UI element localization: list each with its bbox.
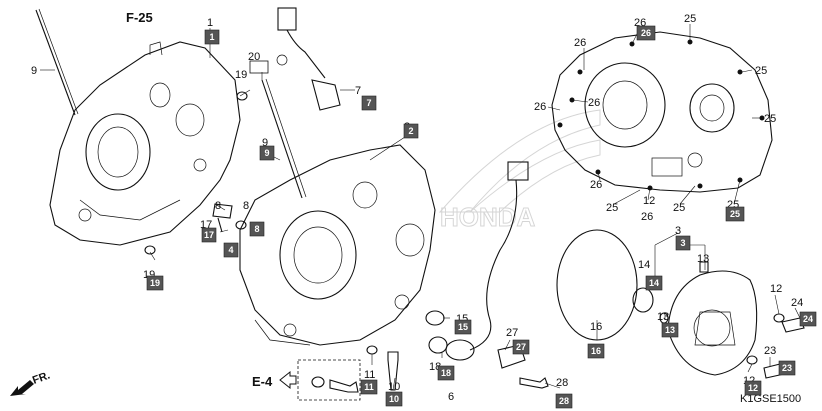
boxed-callout-11: 11 [364,382,374,392]
callout-25: 25 [764,113,776,125]
callout-13: 13 [697,253,709,265]
callout-16: 16 [590,321,602,333]
callout-6: 6 [448,391,454,403]
crankcase-cover [551,31,773,193]
callout-3: 3 [675,225,681,237]
washer [366,345,378,355]
callout-14: 14 [638,259,650,271]
boxed-callout-16: 16 [591,346,601,356]
wire-harness [445,161,529,369]
boxed-callout-14: 14 [649,278,659,288]
honda-watermark: HONDA [438,109,601,233]
kit-outline-box [249,60,269,74]
drain-bolt-group [297,359,361,401]
boxed-callout-28: 28 [559,396,569,406]
bolt [387,351,399,391]
boxed-callout-23: 23 [782,363,792,373]
callout-10: 10 [388,381,400,393]
boxed-callout-9: 9 [264,148,269,158]
left-crankcase [49,41,241,246]
boxed-callout-26: 26 [641,28,651,38]
boxed-callout-18: 18 [441,368,451,378]
callout-9: 9 [31,65,37,77]
dowel-pin [236,91,248,101]
callout-26: 26 [534,101,546,113]
leader-lines [40,24,801,391]
boxed-callout-27: 27 [516,342,526,352]
callout-23: 23 [764,345,776,357]
watermark-text: HONDA [440,202,536,232]
callout-20: 20 [248,51,260,63]
callout-25: 25 [684,13,696,25]
boxed-callout-24: 24 [803,314,813,324]
boxed-callout-4: 4 [228,245,233,255]
boxed-callout-12: 12 [748,383,758,393]
boxed-callout-7: 7 [366,98,371,108]
callout-26: 26 [574,37,586,49]
callout-1: 1 [207,17,213,29]
callout-25: 25 [673,202,685,214]
callout-11: 11 [364,369,375,381]
callout-7: 7 [355,85,361,97]
callout-28: 28 [556,377,568,389]
diagram-code: K1GSE1500 [740,393,801,405]
stud-bolt-left [35,8,79,116]
callout-numbers: F-25 1 9 20 19 9 7 2 8 8 17 19 15 18 6 2… [31,10,803,405]
boxed-callout-19: 19 [150,278,160,288]
boxed-callout-10: 10 [389,394,399,404]
callout-8: 8 [215,200,221,212]
sensor-with-wire [276,7,341,111]
bracket-assembly [212,203,247,233]
boxed-callout-2: 2 [408,126,413,136]
oring [428,336,448,354]
callout-12: 12 [770,283,782,295]
boxed-callout-17: 17 [204,230,214,240]
callout-26: 26 [590,179,602,191]
washer [425,310,445,326]
callout-9: 9 [262,137,268,149]
boxed-callout-8: 8 [254,224,259,234]
callout-26: 26 [588,97,600,109]
direction-label: FR. [31,369,52,386]
callout-8: 8 [243,200,249,212]
stud-bolt-center [261,78,307,199]
bolt [519,377,549,389]
callout-25: 25 [755,65,767,77]
boxed-callout-1: 1 [209,32,214,42]
boxed-callout-13: 13 [665,325,675,335]
boxed-callouts: 1 7 2 9 8 17 4 19 15 18 27 11 10 28 16 3 [146,25,817,409]
callout-19: 19 [235,69,247,81]
callout-25: 25 [606,202,618,214]
callout-26: 26 [641,211,653,223]
callout-13: 13 [657,311,669,323]
dowel-pin [144,245,156,255]
page-ref-top: F-25 [126,10,153,25]
boxed-callout-25: 25 [730,209,740,219]
boxed-callout-15: 15 [458,322,468,332]
callout-12: 12 [643,195,655,207]
callout-24: 24 [791,297,803,309]
page-ref-bottom: E-4 [252,374,273,389]
right-crankcase [239,144,436,346]
front-direction-arrow-icon: FR. [10,369,52,396]
page-ref-arrow-icon [279,370,297,390]
boxed-callout-3: 3 [680,238,685,248]
callout-27: 27 [506,327,518,339]
